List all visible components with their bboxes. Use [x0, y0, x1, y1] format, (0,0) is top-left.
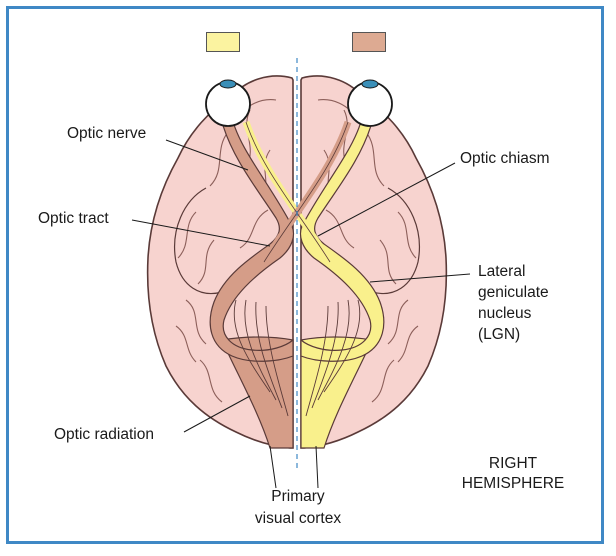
right-temporal-lobe [371, 187, 420, 294]
legend-swatch-brown [352, 32, 386, 52]
label-optic-nerve: Optic nerve [67, 125, 147, 142]
label-optic-chiasm: Optic chiasm [460, 150, 550, 167]
label-cortex-line1: Primary [271, 488, 325, 505]
leader-lines [131, 139, 471, 489]
label-optic-radiation: Optic radiation [54, 426, 154, 443]
legend-swatch-yellow [206, 32, 240, 52]
right-radiation-lines [305, 299, 361, 417]
label-lgn-line2: geniculate [478, 284, 549, 301]
brown-optic-pathway [209, 117, 295, 362]
left-radiation-lines [233, 299, 289, 417]
label-optic-tract: Optic tract [38, 210, 109, 227]
label-lgn-line3: nucleus [478, 305, 532, 322]
left-temporal-lobe [174, 187, 223, 294]
right-visual-cortex [300, 336, 373, 449]
left-eye-icon [205, 79, 251, 127]
yellow-optic-pathway [299, 117, 385, 362]
label-lgn-line1: Lateral [478, 263, 526, 280]
label-cortex-line2: visual cortex [254, 510, 342, 527]
label-hemisphere-line2: HEMISPHERE [461, 475, 565, 492]
right-eye-icon [347, 79, 393, 127]
label-hemisphere-line1: RIGHT [488, 455, 538, 472]
label-lgn-line4: (LGN) [478, 326, 521, 343]
